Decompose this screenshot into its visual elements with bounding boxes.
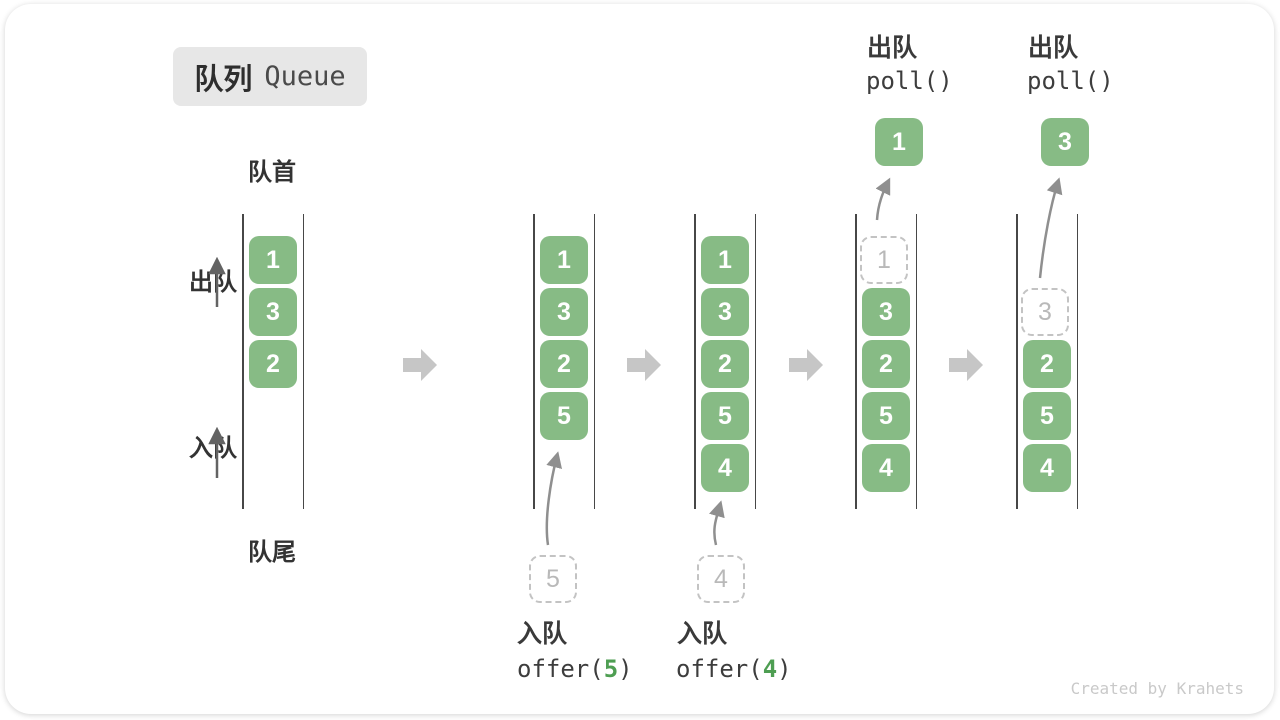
queue-front-label: 队首 (248, 159, 296, 186)
step-arrow-icon (627, 349, 661, 381)
queue-item: 5 (701, 392, 749, 440)
queue-channel-4: 1 3 2 5 4 (855, 214, 917, 509)
step-arrow-icon (789, 349, 823, 381)
queue-item: 5 (1023, 392, 1071, 440)
incoming-ghost-item: 4 (697, 555, 745, 603)
popped-item: 1 (875, 118, 923, 166)
dequeue-op-code: poll() (1027, 67, 1114, 95)
queue-item: 4 (862, 444, 910, 492)
queue-channel-3: 1 3 2 5 4 (694, 214, 756, 509)
queue-item: 1 (701, 236, 749, 284)
incoming-ghost-item: 5 (529, 555, 577, 603)
op-code-post: ) (618, 655, 633, 683)
diagram-card: 队列 Queue 队首 队尾 出队 入队 1 3 2 1 3 2 5 5 入队 … (5, 4, 1274, 714)
queue-item: 2 (249, 340, 297, 388)
dequeue-side-label: 出队 (189, 269, 237, 296)
queue-item: 4 (1023, 444, 1071, 492)
enqueue-side-label: 入队 (189, 435, 237, 462)
enqueue-op-code: offer(4) (676, 655, 792, 683)
channel-line (915, 214, 917, 509)
queue-item: 4 (701, 444, 749, 492)
channel-line (533, 214, 535, 509)
title-zh: 队列 (194, 63, 253, 96)
channel-line (1076, 214, 1078, 509)
channel-line (694, 214, 696, 509)
dequeue-op-label: 出队 (1028, 34, 1079, 62)
queue-item: 3 (862, 288, 910, 336)
popped-item: 3 (1041, 118, 1089, 166)
step-arrow-icon (949, 349, 983, 381)
step-arrow-icon (403, 349, 437, 381)
queue-channel-5: 3 2 5 4 (1016, 214, 1078, 509)
queue-item: 3 (249, 288, 297, 336)
queue-item: 2 (540, 340, 588, 388)
queue-item: 3 (701, 288, 749, 336)
dequeued-ghost-item: 3 (1021, 288, 1069, 336)
dequeue-op-code: poll() (866, 67, 953, 95)
enqueue-op-label: 入队 (517, 620, 568, 648)
watermark: Created by Krahets (1070, 679, 1244, 698)
op-code-arg: 4 (762, 655, 778, 683)
queue-item: 5 (862, 392, 910, 440)
channel-line (302, 214, 304, 509)
enqueue-op-label: 入队 (677, 620, 728, 648)
dequeued-ghost-item: 1 (860, 236, 908, 284)
queue-item: 2 (1023, 340, 1071, 388)
op-code-pre: offer( (517, 655, 604, 683)
queue-channel-2: 1 3 2 5 (533, 214, 595, 509)
op-code-post: ) (777, 655, 792, 683)
op-code-arg: 5 (603, 655, 619, 683)
channel-line (855, 214, 857, 509)
channel-line (1016, 214, 1018, 509)
queue-item: 5 (540, 392, 588, 440)
title-en: Queue (264, 61, 346, 92)
channel-line (754, 214, 756, 509)
queue-item: 2 (701, 340, 749, 388)
queue-item: 1 (249, 236, 297, 284)
enqueue-path-arrow-icon (709, 500, 725, 546)
queue-item: 1 (540, 236, 588, 284)
queue-channel-1: 1 3 2 (242, 214, 304, 509)
title-badge: 队列 Queue (173, 47, 367, 106)
channel-line (593, 214, 595, 509)
queue-item: 2 (862, 340, 910, 388)
dequeue-op-label: 出队 (867, 34, 918, 62)
enqueue-op-code: offer(5) (517, 655, 633, 683)
queue-rear-label: 队尾 (248, 539, 296, 566)
queue-item: 3 (540, 288, 588, 336)
op-code-pre: offer( (676, 655, 763, 683)
channel-line (242, 214, 244, 509)
